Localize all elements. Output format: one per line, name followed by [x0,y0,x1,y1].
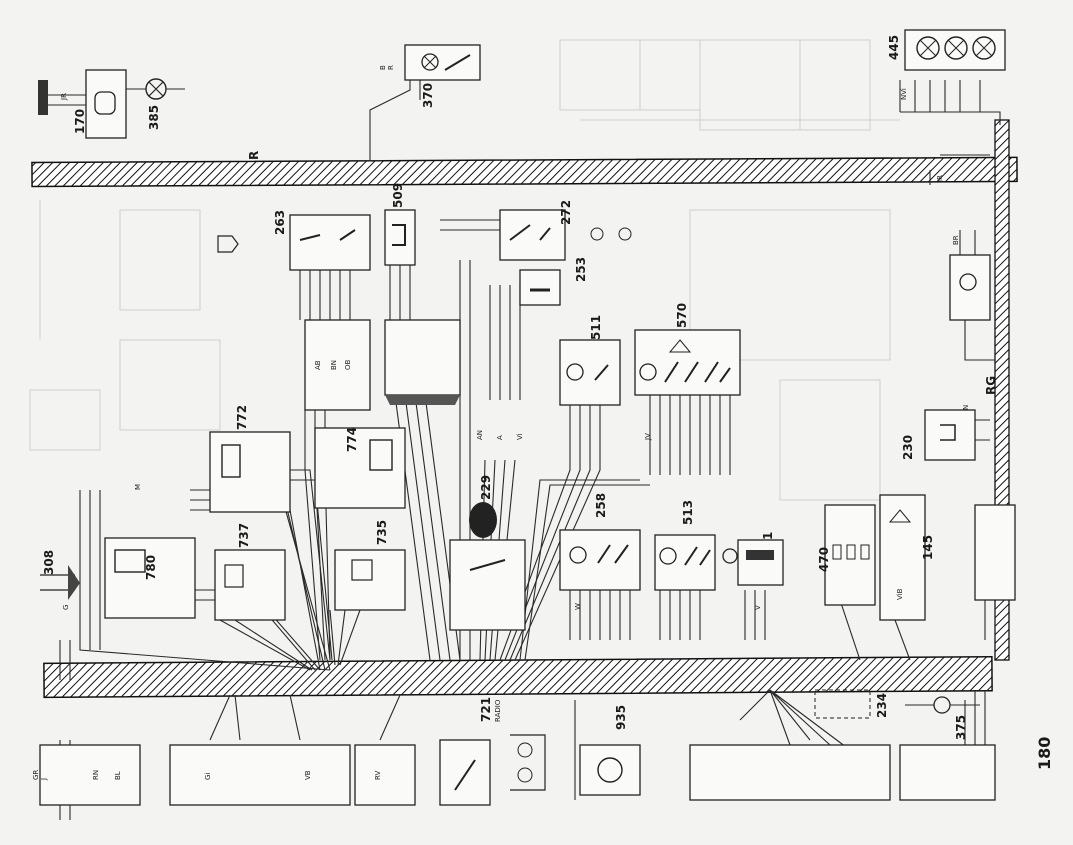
label-170: 170 [73,109,87,134]
label-385: 385 [147,105,161,130]
component-385 [126,78,185,100]
component-labels: 170 385 370 445 263 509 272 253 511 570 … [42,35,1054,770]
component-170 [38,69,127,139]
component-308 [40,565,80,600]
component-1 [722,539,784,586]
component-375 [905,696,980,714]
component-721 [439,739,491,806]
harness-top [31,156,1018,188]
component-737 [214,549,286,621]
svg-text:M: M [134,484,142,490]
svg-text:A: A [496,435,504,440]
label-234: 234 [875,693,889,718]
svg-text:Vi: Vi [516,433,524,440]
component-470 [824,504,876,606]
svg-text:ViB: ViB [896,588,904,600]
label-308: 308 [42,550,56,575]
label-445: 445 [887,35,901,60]
bottom-connectors [39,504,1016,806]
svg-text:RV: RV [374,771,382,780]
label-570: 570 [675,303,689,328]
label-272: 272 [559,200,573,225]
label-470: 470 [817,547,831,572]
component-780 [104,537,196,619]
component-772 [209,431,291,513]
svg-text:JR: JR [60,93,68,101]
component-272 [499,209,632,261]
component-right-lamp [949,254,991,321]
component-513 [654,534,716,591]
svg-text:BN: BN [330,360,338,370]
ghost-background [29,39,900,501]
svg-text:GR: GR [32,770,40,780]
label-513: 513 [681,500,695,525]
svg-text:G: G [62,605,70,610]
svg-text:NVi: NVi [900,88,908,100]
component-253 [519,269,561,306]
label-230: 230 [901,435,915,460]
component-570 [634,329,741,396]
label-253: 253 [574,257,588,282]
svg-text:V: V [754,605,762,610]
label-735: 735 [375,520,389,545]
component-258 [559,529,641,591]
svg-text:BL: BL [114,771,122,780]
svg-text:OB: OB [344,359,352,370]
component-511 [559,339,621,406]
radio-note: RADIO [494,699,502,722]
label-774: 774 [345,427,359,452]
svg-text:W: W [574,603,582,610]
component-230 [924,409,976,461]
svg-text:AN: AN [476,430,484,440]
label-370: 370 [421,83,435,108]
component-263 [217,214,371,411]
component-234 [814,689,871,719]
svg-text:B: B [379,65,387,70]
label-772: 772 [235,405,249,430]
component-774 [314,427,406,509]
component-935 [510,734,641,796]
label-511: 511 [589,315,603,340]
label-721: 721 [479,697,493,722]
label-229: 229 [479,475,493,500]
bundle-label-rg: RG [984,376,998,395]
svg-text:AB: AB [314,360,322,370]
component-370 [404,44,481,81]
label-737: 737 [237,523,251,548]
svg-text:RN: RN [92,770,100,780]
svg-text:J: J [40,778,48,781]
component-509 [384,209,461,405]
svg-text:R: R [387,65,395,70]
label-935: 935 [614,705,628,730]
label-263: 263 [273,210,287,235]
component-145 [879,494,926,621]
harness-bottom [43,655,993,699]
label-780: 780 [144,555,158,580]
component-445 [904,29,1006,71]
label-258: 258 [594,493,608,518]
svg-text:BR: BR [952,235,960,245]
svg-text:JV: JV [644,433,652,441]
label-1: 1 [761,532,775,540]
component-735 [334,549,406,611]
label-375: 375 [954,715,968,740]
component-229 [449,502,526,631]
svg-text:JR: JR [936,175,944,183]
bundle-label-r: R [247,151,261,160]
svg-text:VB: VB [304,770,312,780]
label-509: 509 [391,183,405,208]
label-145: 145 [921,535,935,560]
page-number: 180 [1035,737,1054,770]
svg-text:Gi: Gi [204,773,212,780]
wire-code-labels: JR JR R B AN A Vi BR N GR RN VB AB M G J… [32,65,970,781]
svg-text:N: N [962,405,970,410]
